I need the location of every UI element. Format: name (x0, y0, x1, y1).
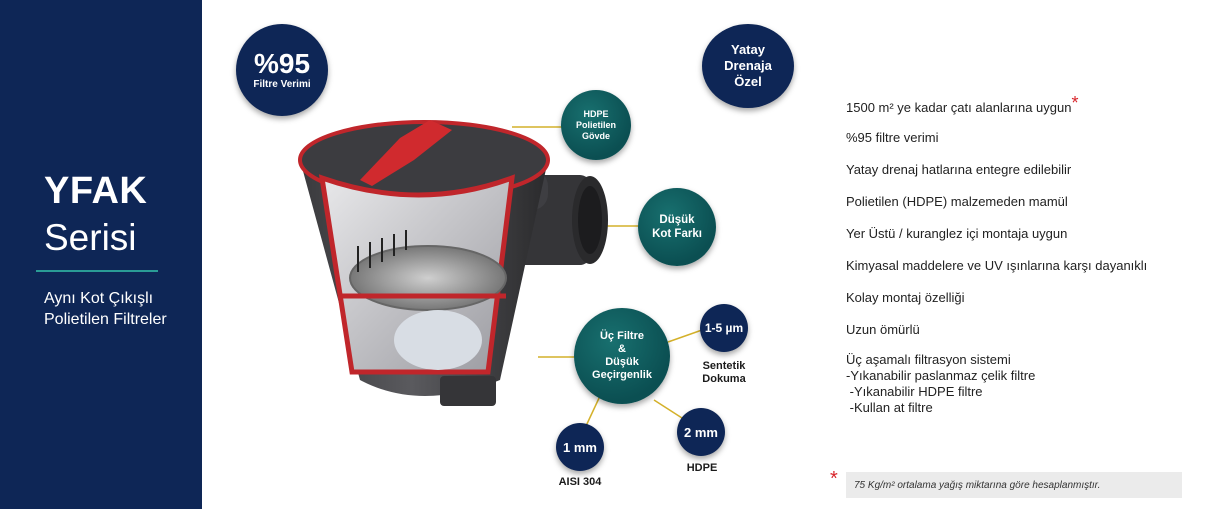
kot-line-2: Kot Farkı (652, 228, 702, 240)
footnote: 75 Kg/m² ortalama yağış miktarına göre h… (846, 472, 1182, 498)
feature-item: Yer Üstü / kuranglez içi montaja uygun (846, 226, 1068, 241)
feature-item: Polietilen (HDPE) malzemeden mamül (846, 194, 1068, 209)
drainage-line-3: Özel (734, 74, 762, 89)
micron-caption: Sentetik Dokuma (696, 360, 752, 386)
connector-1mm (585, 395, 601, 427)
drainage-line-2: Drenaja (724, 58, 772, 73)
three-filter-badge: Üç Filtre & Düşük Geçirgenlik (574, 308, 670, 404)
two-mm-value: 2 mm (684, 424, 718, 440)
feature-item: Kolay montaj özelliği (846, 290, 965, 305)
feature-item: Kimyasal maddelere ve UV ışınlarına karş… (846, 258, 1148, 273)
one-mm-caption: AISI 304 (558, 476, 602, 488)
series-description-line-2: Polietilen Filtreler (44, 311, 167, 328)
feature-item: %95 filtre verimi (846, 130, 939, 145)
kot-line-1: Düşük (659, 214, 695, 226)
micron-caption-line-1: Sentetik (702, 360, 746, 372)
series-panel: YFAK Serisi Aynı Kot Çıkışlı Polietilen … (0, 0, 202, 509)
ucf-line-3: Düşük (605, 356, 639, 368)
feature-item: 1500 m² ye kadar çatı alanlarına uygun* (846, 93, 1079, 117)
one-mm-value: 1 mm (563, 439, 597, 455)
micron-caption-line-2: Dokuma (702, 373, 746, 385)
hdpe-line-2: Polietilen (575, 119, 616, 130)
inner-rods (357, 230, 407, 272)
footnote-asterisk: * (1071, 93, 1079, 113)
micron-badge: 1-5 µm (700, 304, 748, 352)
efficiency-badge: %95 Filtre Verimi (236, 24, 328, 116)
series-title: YFAK (44, 170, 148, 212)
ucf-line-2: & (618, 343, 626, 355)
hdpe-body-badge: HDPE Polietilen Gövde (561, 90, 631, 160)
feature-item: Uzun ömürlü (846, 322, 920, 337)
hdpe-line-3: Gövde (581, 130, 610, 141)
series-description: Aynı Kot Çıkışlı Polietilen Filtreler (44, 288, 194, 330)
ucf-line-1: Üç Filtre (599, 330, 644, 342)
ucf-line-4: Geçirgenlik (592, 369, 652, 381)
efficiency-label: Filtre Verimi (253, 79, 311, 90)
micron-value: 1-5 µm (704, 321, 744, 335)
outlet-pipe (500, 170, 608, 265)
two-mm-caption: HDPE (686, 462, 718, 474)
two-mm-badge: 2 mm (677, 408, 725, 456)
low-level-diff-badge: Düşük Kot Farkı (638, 188, 716, 266)
drainage-badge: Yatay Drenaja Özel (702, 24, 794, 108)
footnote-star: * (830, 468, 838, 490)
one-mm-badge: 1 mm (556, 423, 604, 471)
hdpe-line-1: HDPE (583, 108, 609, 119)
feature-item-filtration: Üç aşamalı filtrasyon sistemi -Yıkanabil… (846, 352, 1036, 415)
footnote-text: 75 Kg/m² ortalama yağış miktarına göre h… (854, 479, 1101, 491)
connector-2mm (653, 399, 683, 419)
drainage-line-1: Yatay (731, 42, 765, 57)
feature-item: Yatay drenaj hatlarına entegre edilebili… (846, 162, 1072, 177)
efficiency-value: %95 (253, 48, 311, 79)
filter-body (298, 120, 550, 406)
series-subtitle: Serisi (44, 217, 137, 258)
panel-divider (36, 270, 158, 272)
feature-text: 1500 m² ye kadar çatı alanlarına uygun (846, 100, 1072, 115)
series-description-line-1: Aynı Kot Çıkışlı (44, 290, 154, 307)
connector-micron (667, 329, 703, 343)
